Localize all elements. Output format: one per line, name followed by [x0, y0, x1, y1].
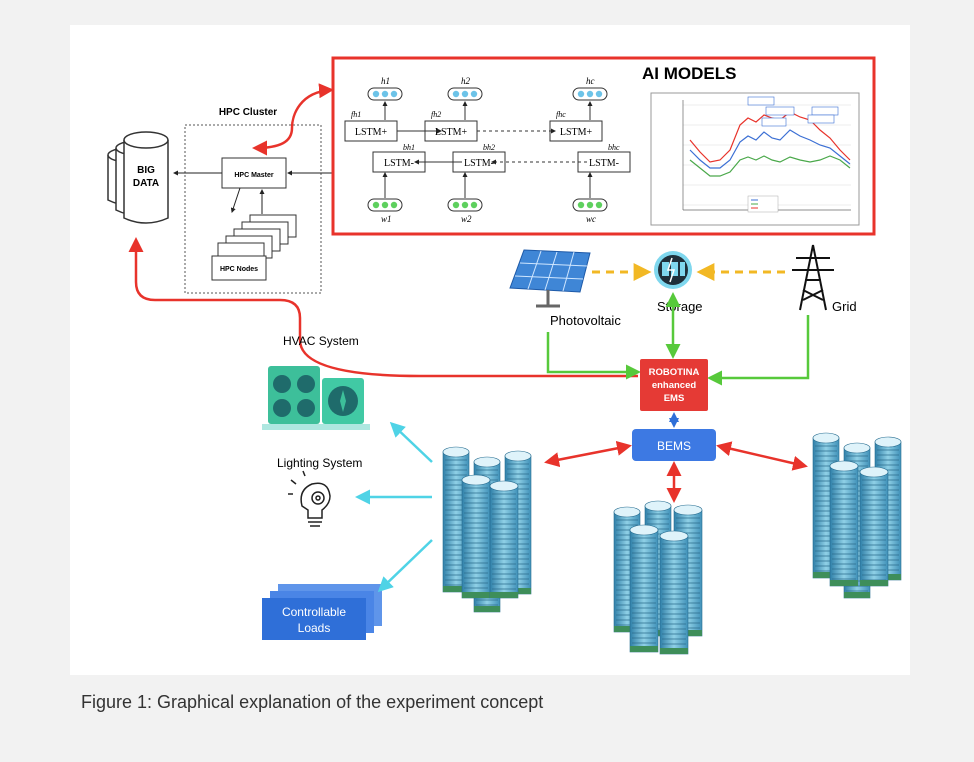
ems-label-line3: EMS: [664, 393, 685, 404]
lighting-label: Lighting System: [277, 456, 362, 470]
load-forecast-chart: [650, 92, 860, 226]
ems-label-line2: enhanced: [652, 380, 697, 391]
lstm-forward-label-3: LSTM+: [560, 127, 593, 138]
ems-to-bigdata-arrow: [128, 237, 638, 378]
bems-left-building-arrow: [544, 440, 632, 468]
bilstm-diagram: h1 w1 LSTM+ LSTM-fh1 bh1 h2 w2 LSTM+ LSTM-fh2 bh2…: [344, 76, 631, 224]
storage-battery-icon: [654, 251, 692, 289]
building-to-hvac-arrow: [389, 421, 433, 463]
lstm-output-1: [367, 87, 403, 101]
photovoltaic-panel-icon: [509, 249, 591, 308]
big-data-label-line1: BIG: [137, 165, 155, 176]
building-left-tower-4: [461, 474, 491, 599]
grid-label: Grid: [832, 299, 857, 314]
controllable-loads-stack: [262, 584, 382, 640]
lstm-output-label-2: h2: [461, 76, 471, 86]
lstm-input-label-1: w1: [381, 214, 392, 224]
lightbulb-gear-icon: [288, 470, 331, 527]
big-data-label-line2: DATA: [133, 178, 159, 189]
big-data-icon: [107, 131, 169, 224]
lstm-forward-tag-3: fhc: [556, 110, 566, 119]
lstm-backward-tag-3: bhc: [608, 143, 620, 152]
lstm-output-3: [572, 87, 608, 101]
building-left-tower-5: [489, 480, 519, 599]
pv-to-ems-arrow: [546, 332, 641, 380]
ems-label-line1: ROBOTINA: [649, 367, 700, 378]
loads-label-line1: Controllable: [282, 605, 346, 619]
ai-models-title: AI MODELS: [642, 64, 736, 83]
lstm-output-label-1: h1: [381, 76, 390, 86]
lstm-output-label-3: hc: [586, 76, 595, 86]
lstm-forward-label-2: LSTM+: [435, 127, 468, 138]
hpc-nodes-stack: [211, 214, 297, 281]
lstm-output-2: [447, 87, 483, 101]
bems-box: [632, 429, 716, 461]
lstm-backward-label-3: LSTM-: [589, 158, 619, 169]
building-center-tower-5: [659, 530, 689, 655]
grid-to-ems-arrow: [707, 315, 810, 386]
building-right-tower-5: [859, 466, 889, 587]
building-center-tower-4: [629, 524, 659, 653]
ai-hpc-link-arrow: [252, 83, 334, 156]
storage-label: Storage: [657, 299, 703, 314]
robotina-ems-box: [640, 359, 708, 411]
figure-caption: Figure 1: Graphical explanation of the e…: [81, 692, 544, 712]
lstm-backward-tag-1: bh1: [403, 143, 415, 152]
lstm-backward-label-2: LSTM-: [464, 158, 494, 169]
lstm-input-2: [447, 198, 483, 212]
lstm-input-label-2: w2: [461, 214, 472, 224]
lstm-backward-label-1: LSTM-: [384, 158, 414, 169]
hvac-unit-icon: [262, 366, 370, 430]
grid-tower-icon: [792, 244, 834, 311]
hpc-nodes-label: HPC Nodes: [220, 266, 258, 273]
building-to-loads-arrow: [377, 539, 433, 593]
lstm-forward-tag-1: fh1: [351, 110, 361, 119]
bems-right-building-arrow: [716, 441, 808, 471]
photovoltaic-label: Photovoltaic: [550, 313, 621, 328]
lstm-backward-tag-2: bh2: [483, 143, 495, 152]
hpc-cluster-label: HPC Cluster: [219, 107, 277, 118]
lstm-input-1: [367, 198, 403, 212]
lstm-input-label-3: wc: [586, 214, 596, 224]
bems-label: BEMS: [657, 439, 691, 453]
building-right-tower-4: [829, 460, 859, 587]
loads-label-line2: Loads: [298, 621, 331, 635]
lstm-forward-label-1: LSTM+: [355, 127, 388, 138]
hpc-master-label: HPC Master: [234, 172, 274, 179]
lstm-forward-tag-2: fh2: [431, 110, 441, 119]
hvac-label: HVAC System: [283, 334, 359, 348]
lstm-input-3: [572, 198, 608, 212]
